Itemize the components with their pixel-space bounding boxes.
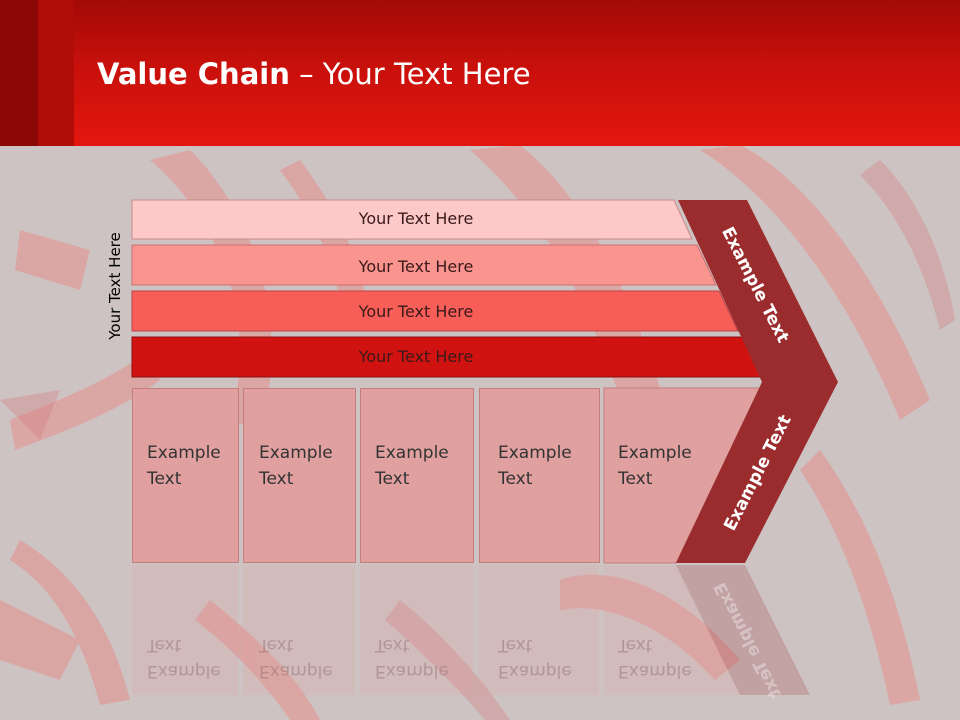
reflection-line1: Example [147, 661, 221, 681]
reflection-line1: Example [259, 661, 333, 681]
header-accent-strip [38, 0, 74, 146]
reflection-label: Example Text [618, 632, 692, 684]
box-line2: Text [375, 469, 410, 489]
box-line1: Example [618, 443, 692, 463]
support-bar-1-label: Your Text Here [358, 209, 474, 228]
primary-box-4-label: Example Text [498, 440, 572, 492]
support-bar-3[interactable] [131, 290, 739, 332]
reflection-line2: Text [259, 635, 294, 655]
reflection-box [479, 565, 599, 695]
primary-box-5-label: Example Text [618, 440, 692, 492]
box-line2: Text [259, 469, 294, 489]
box-line2: Text [147, 469, 182, 489]
primary-box-1[interactable] [132, 388, 239, 563]
header-accent-strip [0, 0, 38, 146]
primary-box-2-label: Example Text [259, 440, 333, 492]
header-band [0, 0, 960, 146]
title-rest: – Your Text Here [289, 57, 531, 91]
title-bold: Value Chain [97, 57, 290, 91]
box-line1: Example [498, 443, 572, 463]
box-line1: Example [147, 443, 221, 463]
primary-box-2[interactable] [243, 388, 356, 563]
box-line2: Text [498, 469, 533, 489]
support-bar-3-label: Your Text Here [358, 302, 474, 321]
reflection-line1: Example [375, 661, 449, 681]
chevron-arrow[interactable] [676, 200, 838, 563]
primary-box-1-label: Example Text [147, 440, 221, 492]
reflection-label: Example Text [259, 632, 333, 684]
box-line2: Text [618, 469, 653, 489]
box-line1: Example [375, 443, 449, 463]
reflection-line2: Text [618, 635, 653, 655]
reflection-line2: Text [375, 635, 410, 655]
reflection-line2: Text [147, 635, 182, 655]
reflection-box [604, 565, 740, 695]
support-bar-1[interactable] [131, 199, 693, 240]
reflection-label: Example Text [375, 632, 449, 684]
primary-box-3[interactable] [360, 388, 474, 563]
reflection-chevron [676, 565, 810, 695]
reflection-box [132, 565, 238, 695]
reflection-line1: Example [498, 661, 572, 681]
reflection-line1: Example [618, 661, 692, 681]
box-line1: Example [259, 443, 333, 463]
reflection-label: Example Text [498, 632, 572, 684]
reflection-box [243, 565, 355, 695]
support-bar-2-label: Your Text Here [358, 257, 474, 276]
primary-box-3-label: Example Text [375, 440, 449, 492]
slide-title[interactable]: Value Chain – Your Text Here [97, 54, 531, 94]
primary-box-4[interactable] [479, 388, 600, 563]
reflection-box [360, 565, 473, 695]
reflection-label: Example Text [147, 632, 221, 684]
support-bar-2[interactable] [131, 244, 717, 286]
support-bar-4-label: Your Text Here [358, 347, 474, 366]
reflection-line2: Text [498, 635, 533, 655]
